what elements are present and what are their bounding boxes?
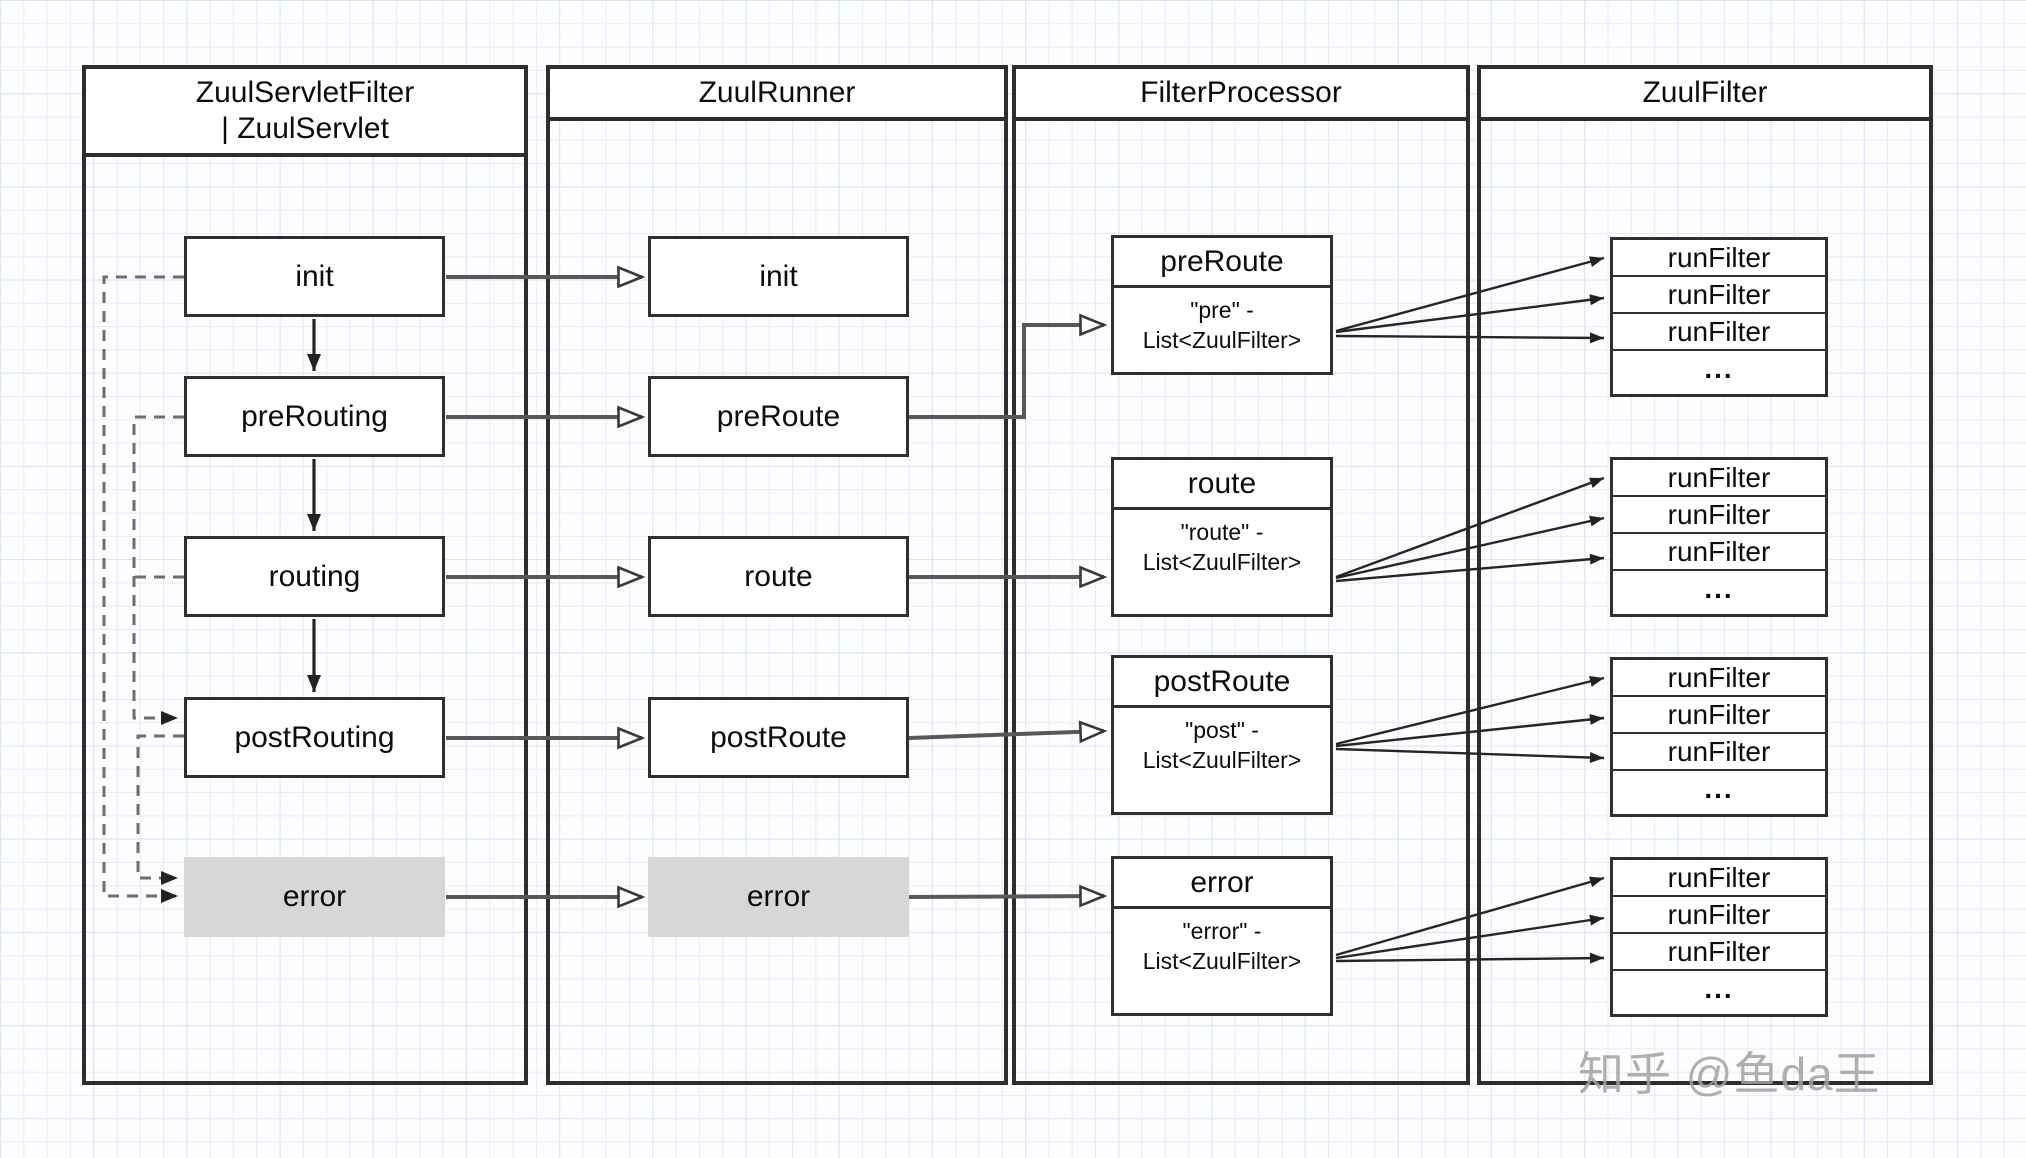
runfilter-row: runFilter [1613, 495, 1825, 532]
runfilter-row: runFilter [1613, 532, 1825, 569]
runner-box-error: error [648, 857, 909, 937]
runfilter-row: runFilter [1613, 895, 1825, 932]
filter-list-label: List<ZuulFilter> [1142, 549, 1302, 575]
box-label: init [295, 259, 334, 293]
box-label: route [744, 559, 813, 593]
runfilter-row: runFilter [1667, 241, 1771, 273]
runfilter-row: runFilter [1613, 932, 1825, 969]
processor-box-title: route [1114, 460, 1330, 510]
filter-type-label: "route" - [1180, 519, 1264, 545]
runfilter-stack-pre: runFilter runFilter runFilter ... [1610, 237, 1828, 397]
box-label: error [282, 880, 347, 913]
runfilter-stack-post: runFilter runFilter runFilter ... [1610, 657, 1828, 817]
filter-type-label: "pre" - [1190, 297, 1254, 323]
lane-zuul-servlet-filter: ZuulServletFilter | ZuulServlet [82, 65, 528, 1085]
lane-header-zuul-filter: ZuulFilter [1481, 69, 1929, 121]
lane-subtitle: | ZuulServlet [221, 112, 389, 145]
zhihu-watermark: 知乎 @鱼da王 [1578, 1048, 1881, 1100]
lane-title: FilterProcessor [1140, 76, 1342, 109]
filter-list-label: List<ZuulFilter> [1142, 948, 1302, 974]
ellipsis-row: ... [1613, 569, 1825, 614]
lane-title: ZuulRunner [698, 76, 856, 109]
processor-box-body: "error" - List<ZuulFilter> [1114, 909, 1330, 1013]
processor-box-body: "post" - List<ZuulFilter> [1114, 708, 1330, 812]
runfilter-row: runFilter [1667, 661, 1771, 693]
servlet-box-prerouting: preRouting [184, 376, 445, 457]
runner-box-postroute: postRoute [648, 697, 909, 778]
servlet-box-routing: routing [184, 536, 445, 617]
runfilter-row: runFilter [1667, 461, 1771, 493]
processor-box-title: error [1114, 859, 1330, 909]
runfilter-row: runFilter [1667, 861, 1771, 893]
processor-box-title: preRoute [1114, 238, 1330, 288]
lane-header-filter-processor: FilterProcessor [1016, 69, 1466, 121]
ellipsis-row: ... [1613, 969, 1825, 1014]
filter-type-label: "error" - [1182, 918, 1262, 944]
box-label: preRoute [716, 399, 841, 433]
servlet-box-postrouting: postRouting [184, 697, 445, 778]
box-label: routing [268, 559, 361, 593]
box-label: preRouting [241, 399, 388, 433]
runfilter-stack-route: runFilter runFilter runFilter ... [1610, 457, 1828, 617]
processor-box-body: "pre" - List<ZuulFilter> [1114, 288, 1330, 372]
runfilter-row: runFilter [1613, 695, 1825, 732]
filter-list-label: List<ZuulFilter> [1142, 327, 1302, 353]
processor-box-title: postRoute [1114, 658, 1330, 708]
runfilter-stack-error: runFilter runFilter runFilter ... [1610, 857, 1828, 1017]
lane-header-zuul-servlet-filter: ZuulServletFilter | ZuulServlet [86, 69, 524, 157]
processor-box-body: "route" - List<ZuulFilter> [1114, 510, 1330, 614]
runfilter-row: runFilter [1613, 275, 1825, 312]
runner-box-init: init [648, 236, 909, 317]
ellipsis-row: ... [1613, 349, 1825, 394]
processor-box-error: error "error" - List<ZuulFilter> [1111, 856, 1333, 1016]
runfilter-row: runFilter [1613, 732, 1825, 769]
ellipsis-row: ... [1613, 769, 1825, 814]
lane-title: ZuulServletFilter [195, 76, 415, 109]
box-label: postRoute [710, 720, 847, 754]
lane-title: ZuulFilter [1642, 76, 1768, 109]
processor-box-preroute: preRoute "pre" - List<ZuulFilter> [1111, 235, 1333, 375]
box-label: error [746, 880, 811, 913]
lane-header-zuul-runner: ZuulRunner [550, 69, 1004, 121]
filter-list-label: List<ZuulFilter> [1142, 747, 1302, 773]
box-label: postRouting [234, 720, 395, 754]
servlet-box-error: error [184, 857, 445, 937]
runfilter-row: runFilter [1613, 312, 1825, 349]
runner-box-preroute: preRoute [648, 376, 909, 457]
processor-box-route: route "route" - List<ZuulFilter> [1111, 457, 1333, 617]
processor-box-postroute: postRoute "post" - List<ZuulFilter> [1111, 655, 1333, 815]
servlet-box-init: init [184, 236, 445, 317]
filter-type-label: "post" - [1185, 717, 1259, 743]
box-label: init [759, 259, 798, 293]
runner-box-route: route [648, 536, 909, 617]
